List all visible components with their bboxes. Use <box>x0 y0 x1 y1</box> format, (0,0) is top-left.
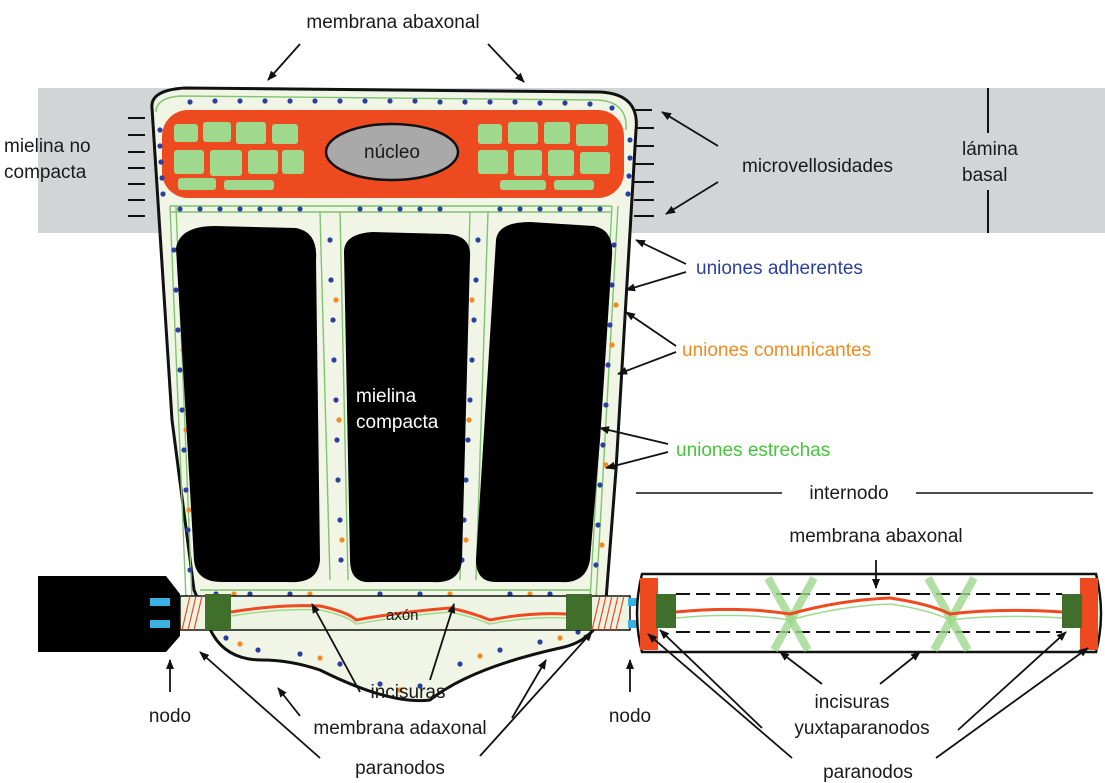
left-node-blue <box>150 620 170 628</box>
label-mielina-no-compacta-1: mielina no <box>4 136 91 157</box>
label-uniones-adherentes: uniones adherentes <box>696 258 863 279</box>
nucleus-label: núcleo <box>364 142 420 163</box>
label-membrana-abaxonal-top: membrana abaxonal <box>306 12 479 33</box>
label-uniones-estrechas: uniones estrechas <box>676 440 830 461</box>
axon-label: axón <box>386 607 419 624</box>
compact-myelin-label-1: mielina <box>356 386 417 407</box>
label-membrana-adaxonal: membrana adaxonal <box>313 718 486 739</box>
compact-myelin-label-2: compacta <box>356 412 439 433</box>
left-node-notch <box>166 576 180 652</box>
label-lamina-1: lámina <box>962 139 1018 160</box>
label-yuxtaparanodos: yuxtaparanodos <box>794 718 929 739</box>
label-incisuras-left: incisuras <box>371 682 446 703</box>
label-paranodos-left: paranodos <box>355 758 445 779</box>
compact-myelin-block-3 <box>476 222 612 582</box>
internode-paranode-left-green <box>656 594 676 628</box>
label-internodo: internodo <box>809 483 888 504</box>
paranode-left-2 <box>566 594 592 630</box>
internode-cylinder <box>637 574 1101 652</box>
left-myelin-end <box>38 576 166 652</box>
label-nodo-right: nodo <box>609 706 651 727</box>
label-microvellosidades: microvellosidades <box>742 156 893 177</box>
label-nodo-left: nodo <box>149 706 191 727</box>
compact-myelin-block-1 <box>176 226 320 582</box>
label-mielina-no-compacta-2: compacta <box>4 162 87 183</box>
label-membrana-abaxonal-right: membrana abaxonal <box>789 526 962 547</box>
internode-paranode-right-green <box>1062 594 1082 628</box>
compact-myelin-block-2 <box>344 232 470 582</box>
left-node-blue <box>150 598 170 606</box>
label-lamina-2: basal <box>962 165 1007 186</box>
label-paranodos-right: paranodos <box>823 762 913 783</box>
paranode-left-1 <box>205 594 231 630</box>
internode-paranode-right <box>1080 578 1098 650</box>
label-incisuras-right: incisuras <box>815 692 890 713</box>
label-uniones-comunicantes: uniones comunicantes <box>682 340 871 361</box>
